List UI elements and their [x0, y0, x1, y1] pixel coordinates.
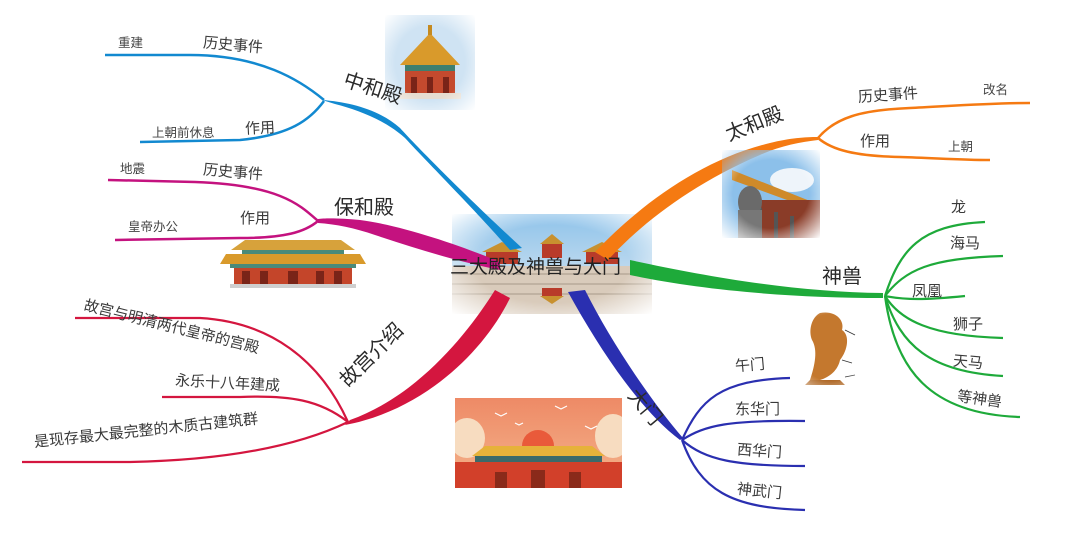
beast-heavenly-horse[interactable]: 天马 [952, 351, 984, 373]
divine-beasts-label[interactable]: 神兽 [822, 264, 862, 288]
beast-lion[interactable]: 狮子 [953, 315, 984, 333]
zhonghe-history-leaf[interactable]: 重建 [118, 35, 144, 50]
taihe-hall-image [722, 150, 820, 238]
branch-gugong [345, 290, 510, 425]
taihe-history-label[interactable]: 历史事件 [857, 83, 919, 107]
taihe-function-label[interactable]: 作用 [860, 132, 891, 150]
hall-graphic [220, 240, 366, 288]
baohe-function-label[interactable]: 作用 [240, 209, 271, 227]
taihe-function-leaf[interactable]: 上朝 [948, 139, 974, 154]
gate-wumen[interactable]: 午门 [734, 354, 766, 376]
taihe-history-leaf[interactable]: 改名 [983, 82, 1009, 97]
baohe-function-leaf[interactable]: 皇帝办公 [128, 219, 179, 234]
pavilion-graphic [385, 15, 475, 110]
zhonghe-function-leaf[interactable]: 上朝前休息 [152, 125, 215, 140]
forbidden-city-illustration-image [455, 398, 622, 488]
beast-dragon[interactable]: 龙 [951, 198, 967, 216]
baohe-history-leaf[interactable]: 地震 [120, 161, 146, 176]
beast-seahorse[interactable]: 海马 [950, 234, 981, 252]
branch-damen [568, 290, 683, 440]
gate-shenwumen[interactable]: 神武门 [736, 479, 783, 503]
branch-zhonghe [322, 100, 522, 250]
gate-donghuamen[interactable]: 东华门 [735, 400, 781, 418]
branch-taihe [595, 137, 818, 260]
beast-phoenix[interactable]: 凤凰 [912, 282, 943, 300]
baohe-hall-label[interactable]: 保和殿 [334, 195, 394, 219]
lion-hall-graphic [722, 150, 820, 238]
statue-graphic [790, 305, 870, 390]
center-topic[interactable]: 三大殿及神兽与大门 [450, 256, 622, 278]
branch-shenshou [630, 260, 883, 298]
divine-beast-statue-image [790, 305, 870, 390]
branch-baohe [318, 218, 500, 270]
baohe-hall-image [220, 236, 366, 288]
zhonghe-function-label[interactable]: 作用 [244, 118, 276, 138]
illustration-graphic [455, 398, 622, 488]
gate-xihuamen[interactable]: 西华门 [736, 440, 783, 462]
zhonghe-hall-image [385, 15, 475, 110]
